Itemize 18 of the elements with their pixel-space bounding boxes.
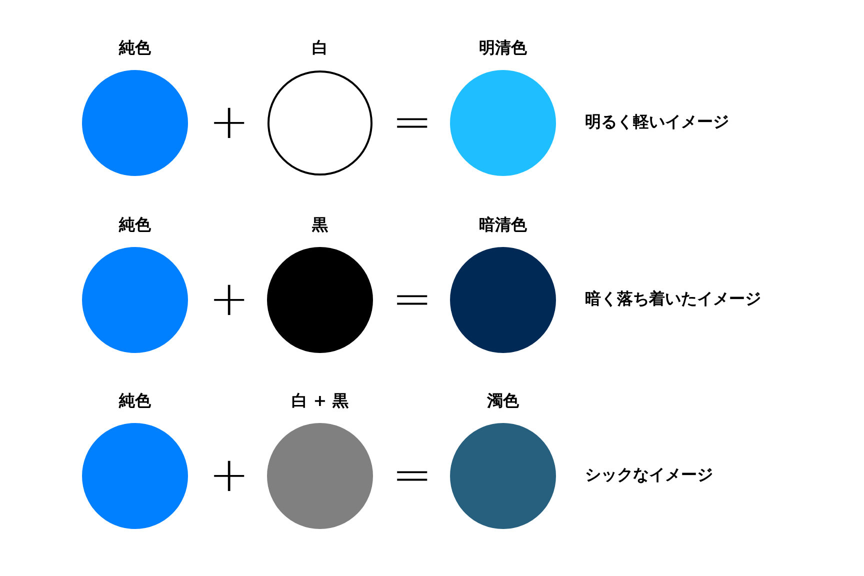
- equals-sign: =: [392, 98, 432, 146]
- swatch-heading: 暗清色: [479, 215, 527, 235]
- swatch-heading: 純色: [119, 38, 151, 58]
- swatch-heading: 黒: [312, 215, 328, 235]
- plus-sign: +: [209, 98, 249, 146]
- plus-sign: +: [209, 451, 249, 499]
- swatch-heading: 純色: [119, 391, 151, 411]
- plus-sign: +: [209, 275, 249, 323]
- swatch-heading: 白 + 黒: [292, 391, 348, 411]
- description-text: 暗く落ち着いたイメージ: [585, 289, 761, 309]
- description-text: 明るく軽いイメージ: [585, 112, 729, 132]
- description-text: シックなイメージ: [585, 465, 713, 485]
- equals-sign: =: [392, 275, 432, 323]
- equals-sign: =: [392, 451, 432, 499]
- swatch-heading: 純色: [119, 215, 151, 235]
- swatch-heading: 濁色: [487, 391, 519, 411]
- swatch-heading: 白: [312, 38, 328, 58]
- swatch-heading: 明清色: [479, 38, 527, 58]
